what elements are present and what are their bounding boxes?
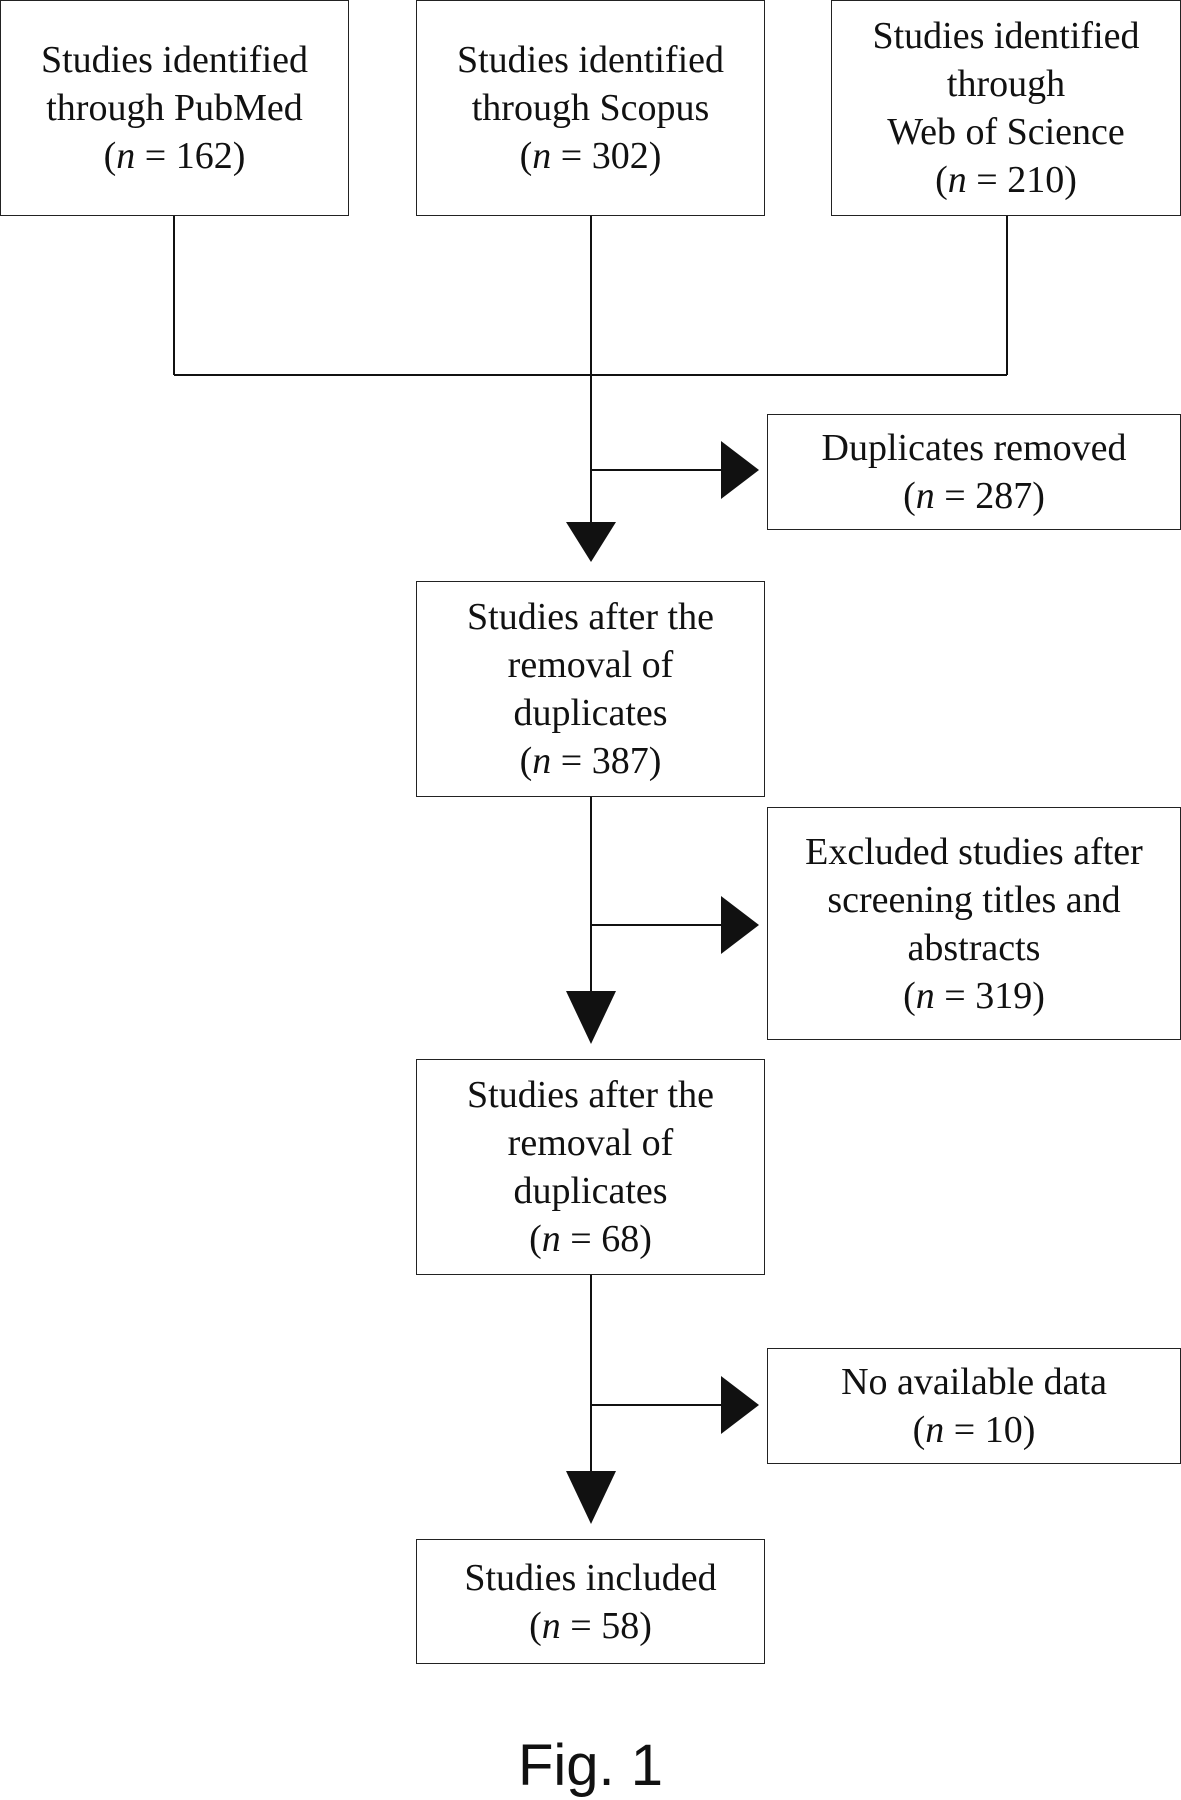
box-text-line: Duplicates removed [821, 427, 1127, 469]
count-value: 387 [591, 740, 649, 782]
box-text-line: through PubMed [46, 87, 303, 129]
box-text-line: duplicates [513, 692, 668, 734]
box-text-line: Excluded studies after [805, 830, 1143, 873]
count-variable: n [116, 135, 136, 177]
box-count: (n = 58) [529, 1604, 652, 1647]
box-after-duplicates: Studies after the removal of duplicates (n … [416, 581, 765, 797]
box-after-screening: Studies after the removal of duplicates (n … [416, 1059, 765, 1275]
box-text-line: Studies after the [467, 596, 714, 638]
box-text-line: screening titles and [827, 878, 1121, 921]
count-value: 10 [984, 1409, 1023, 1451]
box-text-line: Studies included [464, 1556, 717, 1599]
box-text-line: Studies after the [467, 1074, 714, 1116]
box-count: (n = 162) [103, 135, 246, 177]
box-text-line: Web of Science [887, 111, 1125, 153]
count-value: 58 [601, 1604, 640, 1647]
count-variable: n [541, 1604, 561, 1647]
count-variable: n [915, 974, 935, 1017]
arrowhead-right-duplicates [721, 441, 759, 499]
box-count: (n = 302) [519, 135, 662, 177]
box-text-line: through [946, 63, 1066, 105]
count-value: 287 [975, 475, 1033, 517]
count-value: 210 [1007, 159, 1065, 201]
box-count: (n = 287) [903, 475, 1045, 517]
box-text-line: Studies identified [872, 15, 1140, 57]
box-pubmed: Studies identified through PubMed (n = 162… [0, 0, 349, 216]
box-count: (n = 68) [529, 1218, 652, 1260]
arrowhead-right-nodata [721, 1376, 759, 1434]
box-count: (n = 10) [912, 1409, 1036, 1451]
arrowhead-down-after-screening [566, 991, 616, 1044]
count-variable: n [915, 475, 935, 517]
count-value: 319 [975, 974, 1033, 1017]
box-count: (n = 387) [519, 740, 662, 782]
box-text-line: No available data [841, 1361, 1107, 1403]
box-duplicates-removed: Duplicates removed (n = 287) [767, 414, 1181, 530]
box-excluded-screening: Excluded studies after screening titles a… [767, 807, 1181, 1040]
count-value: 302 [591, 135, 649, 177]
count-variable: n [532, 740, 552, 782]
box-text-line: through Scopus [471, 87, 710, 129]
box-studies-included: Studies included (n = 58) [416, 1539, 765, 1664]
count-variable: n [947, 159, 967, 201]
box-count: (n = 210) [935, 159, 1077, 201]
arrowhead-right-screening [721, 896, 759, 954]
count-value: 68 [601, 1218, 640, 1260]
arrowhead-down-after-duplicates [566, 522, 616, 562]
figure-caption: Fig. 1 [517, 1733, 664, 1798]
box-text-line: abstracts [907, 926, 1041, 969]
count-variable: n [541, 1218, 561, 1260]
box-no-available-data: No available data (n = 10) [767, 1348, 1181, 1464]
box-text-line: Studies identified [40, 39, 309, 81]
box-text-line: duplicates [513, 1170, 668, 1212]
box-text-line: removal of [507, 644, 674, 686]
box-scopus: Studies identified through Scopus (n = 302… [416, 0, 765, 216]
box-text-line: Studies identified [456, 39, 725, 81]
box-text-line: removal of [507, 1122, 674, 1164]
arrowhead-down-included [566, 1471, 616, 1524]
count-variable: n [925, 1409, 945, 1451]
count-variable: n [532, 135, 552, 177]
box-count: (n = 319) [903, 974, 1045, 1017]
count-value: 162 [175, 135, 233, 177]
